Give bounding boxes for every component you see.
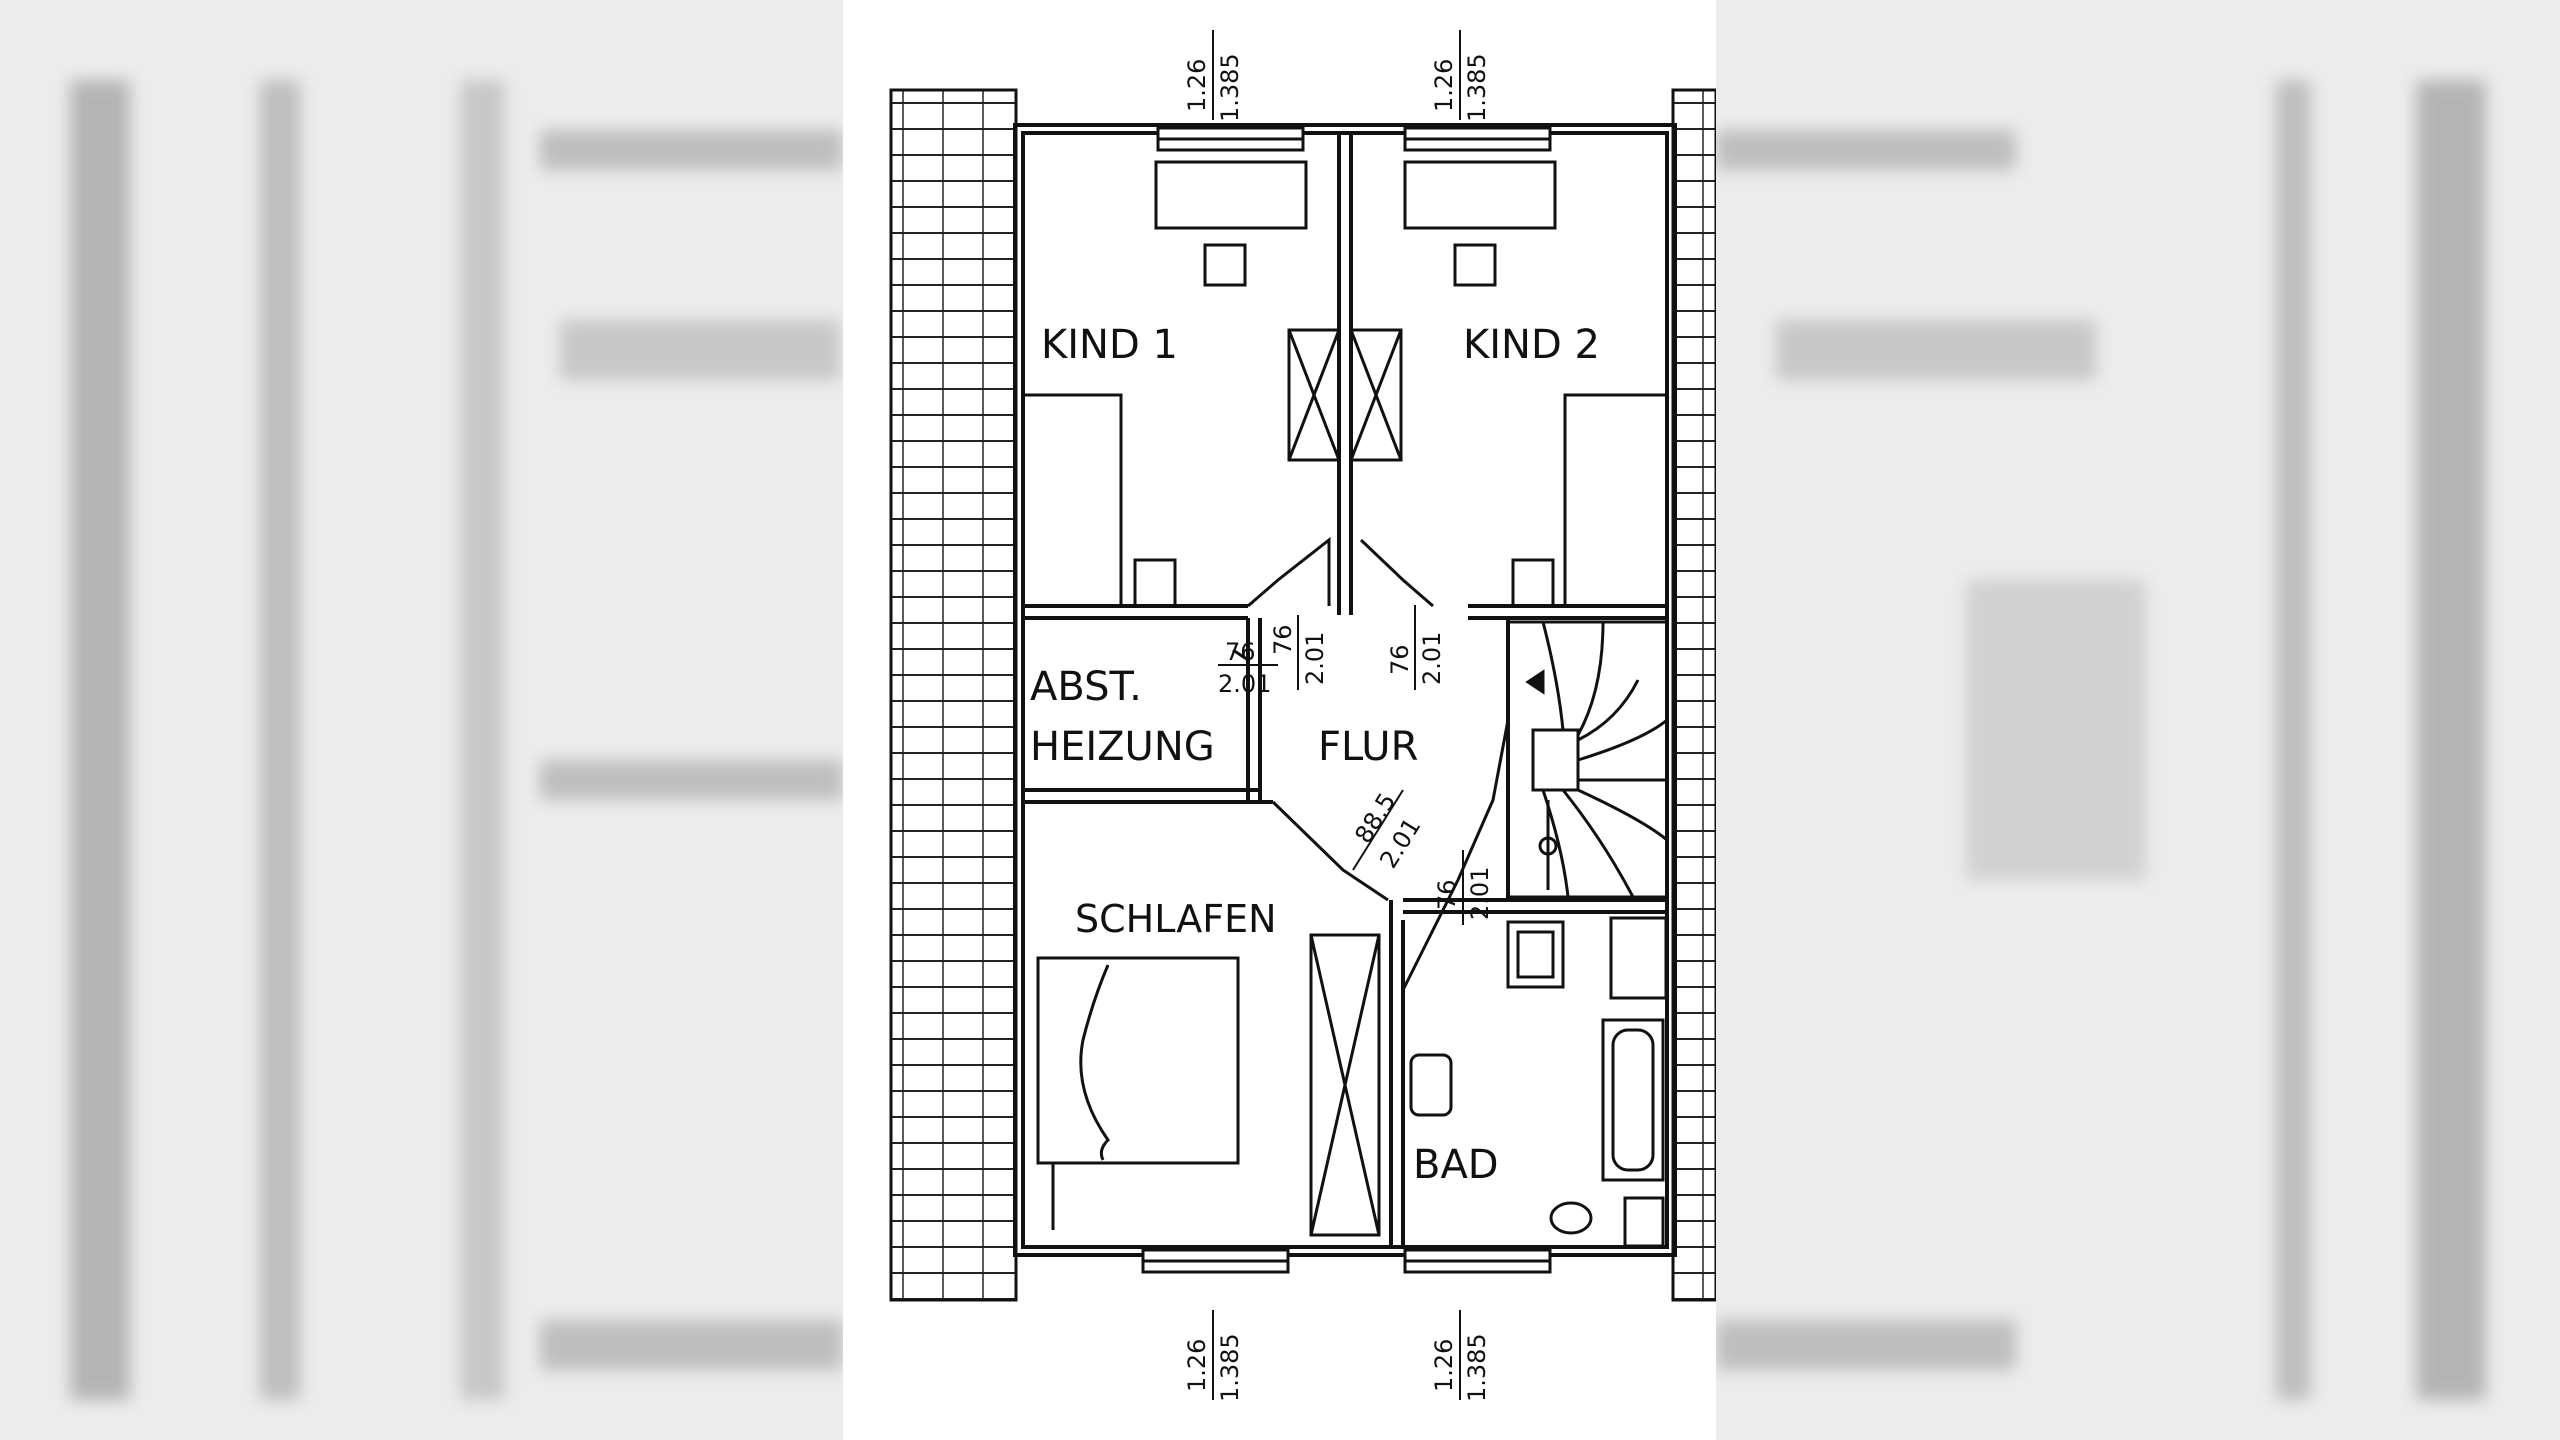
dim-door-abst: 76 2.01	[1218, 638, 1278, 698]
staircase	[1506, 620, 1669, 899]
svg-text:1.385: 1.385	[1216, 1333, 1244, 1402]
svg-text:1.385: 1.385	[1216, 53, 1244, 122]
svg-text:76: 76	[1225, 638, 1256, 666]
blurred-background-left	[0, 0, 843, 1440]
svg-text:2.01: 2.01	[1466, 867, 1494, 920]
svg-text:1.26: 1.26	[1183, 1339, 1211, 1392]
svg-text:2.01: 2.01	[1418, 632, 1446, 685]
room-label-kind2: KIND 2	[1463, 322, 1600, 368]
svg-text:1.385: 1.385	[1463, 53, 1491, 122]
floor-plan: KIND 1 KIND 2 ABST. HEIZUNG FLUR SCHLAFE…	[843, 0, 1716, 1440]
roof-band-right	[1671, 88, 1716, 1302]
svg-text:76: 76	[1386, 644, 1414, 675]
svg-text:1.26: 1.26	[1430, 1339, 1458, 1392]
dim-door-kind1: 76 2.01	[1269, 615, 1329, 690]
room-label-flur: FLUR	[1318, 724, 1418, 770]
svg-text:1.26: 1.26	[1183, 59, 1211, 112]
dim-window-top-right: 1.26 1.385	[1430, 30, 1491, 122]
room-label-abst: ABST.	[1030, 664, 1142, 710]
svg-text:2.01: 2.01	[1301, 632, 1329, 685]
window-bottom-left	[1141, 1248, 1290, 1274]
room-label-bad: BAD	[1413, 1142, 1499, 1188]
window-bottom-right	[1403, 1248, 1552, 1274]
window-top-left	[1156, 126, 1305, 152]
room-label-kind1: KIND 1	[1041, 322, 1178, 368]
dim-door-bad: 76 2.01	[1433, 850, 1494, 925]
svg-text:1.385: 1.385	[1463, 1333, 1491, 1402]
svg-text:2.01: 2.01	[1218, 670, 1271, 698]
door-swings	[1232, 536, 1510, 991]
window-top-right	[1403, 126, 1552, 152]
dim-window-bottom-right: 1.26 1.385	[1430, 1310, 1491, 1402]
furniture	[1023, 160, 1668, 1248]
svg-text:76: 76	[1433, 879, 1461, 910]
roof-band-left	[889, 88, 1018, 1302]
blurred-background-right	[1716, 0, 2560, 1440]
dim-window-top-left: 1.26 1.385	[1183, 30, 1244, 122]
room-label-schlafen: SCHLAFEN	[1075, 897, 1277, 941]
dim-door-schlafen: 88.5 2.01	[1349, 788, 1426, 873]
room-label-heizung: HEIZUNG	[1030, 724, 1215, 770]
dim-window-bottom-left: 1.26 1.385	[1183, 1310, 1244, 1402]
svg-text:1.26: 1.26	[1430, 59, 1458, 112]
dim-door-kind2: 76 2.01	[1386, 605, 1446, 690]
svg-text:76: 76	[1269, 624, 1297, 655]
